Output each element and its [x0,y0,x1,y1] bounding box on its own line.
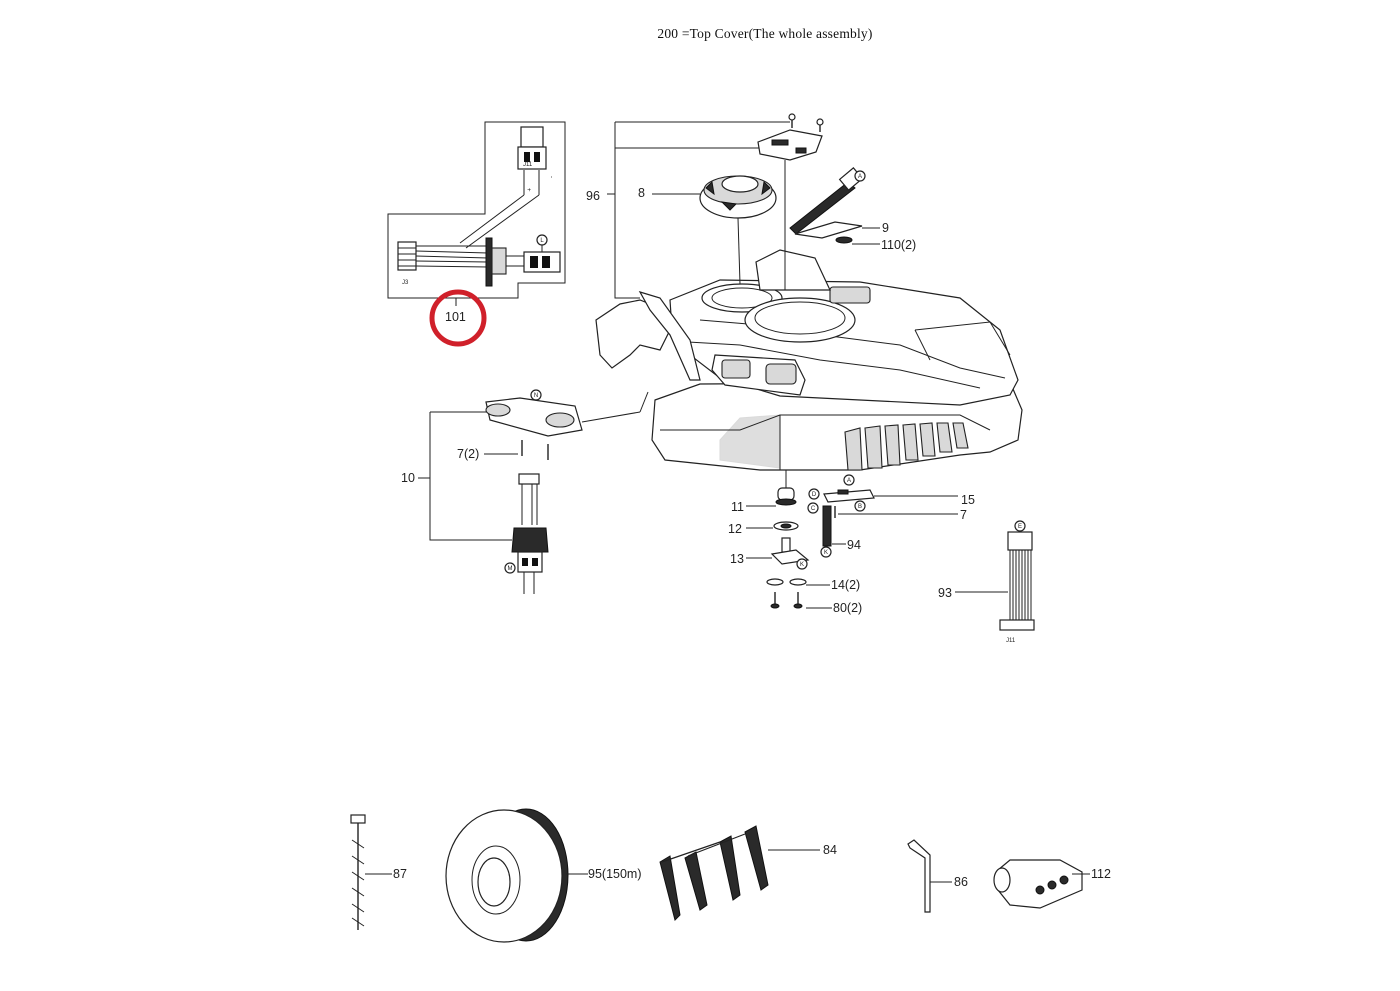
svg-text:J11: J11 [1006,638,1016,644]
svg-text:K: K [824,550,828,556]
part-84-pegs[interactable] [659,825,769,921]
label-13: 13 [730,552,744,566]
label-7: 7 [960,508,967,522]
part-94-sensor[interactable]: K [820,505,832,558]
plus-marker: + [525,188,531,192]
top-cover-body[interactable] [595,249,1023,471]
part-10-charging-contacts[interactable]: N M [485,389,649,594]
part-14-washers[interactable] [766,578,807,586]
j3-label: J3 [402,280,409,286]
svg-text:A: A [847,478,851,484]
label-93: 93 [938,586,952,600]
svg-text:D: D [812,492,817,498]
svg-text:E: E [1018,524,1022,530]
part-8-dial[interactable] [699,175,777,219]
connector-label: J11 [523,162,533,168]
label-11: 11 [731,500,744,514]
label-8: 8 [638,186,645,200]
label-94: 94 [847,538,861,552]
highlight-circle-101 [429,289,487,347]
svg-text:B: B [858,504,862,510]
part-80-screws[interactable] [770,592,803,609]
part-95-wire-spool[interactable] [445,808,569,943]
label-110: 110(2) [881,238,916,252]
label-10: 10 [401,471,415,485]
label-95: 95(150m) [588,867,642,881]
label-12: 12 [728,522,742,536]
part-13-sensor-mount[interactable]: K [770,537,810,570]
minus-marker: - [548,176,554,178]
label-101: 101 [445,310,466,324]
label-96: 96 [586,189,600,203]
label-84: 84 [823,843,837,857]
part-93-ribbon-cable[interactable]: E J11 [999,520,1035,644]
label-80-2: 80(2) [833,601,862,615]
label-15: 15 [961,493,975,507]
part-86-hex-key[interactable] [907,839,931,913]
label-7-2: 7(2) [457,447,479,461]
svg-text:N: N [534,393,538,399]
svg-text:C: C [811,506,816,512]
svg-text:K: K [800,562,804,568]
label-87: 87 [393,867,407,881]
part-87-anchor-screw[interactable] [350,814,366,930]
part-101-harness[interactable]: J11 + - J3 L [387,121,566,299]
part-112-wire-connector[interactable] [993,859,1083,909]
diagram-title: 200 =Top Cover(The whole assembly) [657,26,873,41]
part-15-bracket[interactable]: A D C B [807,474,875,514]
svg-text:M: M [508,566,513,572]
part-9-plate[interactable]: A [789,167,866,244]
label-86: 86 [954,875,968,889]
part-12-washer[interactable] [773,521,799,531]
sensor-cover[interactable] [757,113,824,161]
label-14-2: 14(2) [831,578,860,592]
svg-text:L: L [540,238,544,244]
label-9: 9 [882,221,889,235]
label-112: 112 [1091,867,1111,881]
part-11-knob[interactable] [775,487,797,506]
svg-text:A: A [858,174,862,180]
